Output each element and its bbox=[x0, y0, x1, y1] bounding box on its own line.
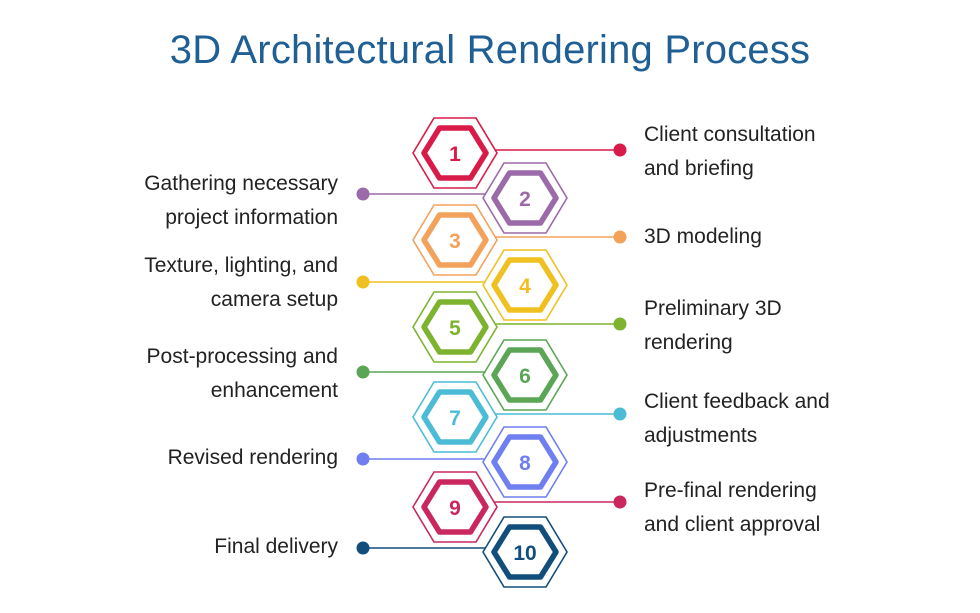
step-number: 8 bbox=[519, 452, 531, 475]
connector-line bbox=[484, 149, 620, 154]
step-label-line: and client approval bbox=[644, 513, 821, 536]
step-label-line: and briefing bbox=[644, 157, 754, 180]
step-number: 2 bbox=[519, 188, 531, 211]
step-label-line: rendering bbox=[644, 331, 733, 354]
connector-dot bbox=[356, 275, 370, 289]
inner-hexagon bbox=[421, 299, 489, 355]
step-label-line: 3D modeling bbox=[644, 225, 762, 248]
step-label-3: 3D modeling bbox=[644, 220, 762, 254]
step-label-line: Pre-final rendering bbox=[644, 479, 817, 502]
step-label-line: Gathering necessary bbox=[144, 172, 338, 195]
step-label-line: Post-processing and bbox=[146, 345, 338, 368]
step-3: 3 bbox=[412, 204, 627, 276]
inner-hexagon bbox=[421, 479, 489, 535]
connector-dot bbox=[356, 187, 370, 201]
step-label-line: adjustments bbox=[644, 424, 758, 447]
step-label-9: Pre-final rendering and client approval bbox=[644, 474, 820, 542]
connector-line bbox=[484, 323, 620, 328]
step-label-10: Final delivery bbox=[214, 530, 338, 564]
step-number: 6 bbox=[519, 365, 531, 388]
step-9: 9 bbox=[412, 471, 627, 543]
connector-dot bbox=[613, 230, 627, 244]
step-label-2: Gathering necessary project information bbox=[144, 167, 338, 235]
diagram-title: 3D Architectural Rendering Process bbox=[169, 28, 811, 72]
connector-line bbox=[363, 281, 496, 286]
connector-dot bbox=[613, 495, 627, 509]
connector-line bbox=[363, 193, 496, 199]
step-label-line: Revised rendering bbox=[167, 446, 338, 469]
step-2: 2 bbox=[356, 162, 568, 234]
step-10: 10 bbox=[356, 516, 568, 588]
connector-line bbox=[363, 547, 496, 553]
step-number: 7 bbox=[449, 407, 461, 430]
step-7: 7 bbox=[412, 381, 627, 453]
step-label-line: project information bbox=[165, 206, 338, 229]
step-8: 8 bbox=[356, 426, 568, 498]
step-label-1: Client consultation and briefing bbox=[644, 118, 816, 186]
step-5: 5 bbox=[412, 291, 627, 363]
step-label-6: Post-processing and enhancement bbox=[147, 340, 338, 408]
step-label-line: Client consultation bbox=[644, 123, 816, 146]
step-6: 6 bbox=[356, 339, 568, 411]
step-label-7: Client feedback and adjustments bbox=[644, 385, 830, 453]
connector-line bbox=[363, 458, 496, 463]
inner-hexagon bbox=[421, 125, 489, 181]
inner-hexagon bbox=[421, 212, 489, 268]
step-number: 9 bbox=[449, 497, 461, 520]
connector-line bbox=[484, 413, 620, 418]
inner-hexagon bbox=[491, 347, 559, 403]
step-4: 4 bbox=[356, 249, 568, 321]
step-number: 5 bbox=[449, 317, 461, 340]
step-1: 1 bbox=[412, 117, 627, 189]
step-number: 10 bbox=[513, 542, 536, 565]
inner-hexagon bbox=[491, 257, 559, 313]
connector-dot bbox=[613, 317, 627, 331]
step-label-line: Final delivery bbox=[214, 535, 338, 558]
step-number: 4 bbox=[519, 275, 531, 298]
step-label-line: camera setup bbox=[210, 288, 338, 311]
step-label-line: Client feedback and bbox=[644, 390, 830, 413]
connector-dot bbox=[613, 407, 627, 421]
step-number: 3 bbox=[449, 230, 461, 253]
inner-hexagon bbox=[491, 434, 559, 490]
connector-line bbox=[484, 501, 620, 508]
step-label-line: Preliminary 3D bbox=[644, 297, 782, 320]
connector-dot bbox=[613, 143, 627, 157]
step-label-8: Revised rendering bbox=[168, 441, 338, 475]
inner-hexagon bbox=[491, 170, 559, 226]
step-number: 1 bbox=[449, 143, 461, 166]
connector-dot bbox=[356, 365, 370, 379]
step-label-5: Preliminary 3D rendering bbox=[644, 292, 782, 360]
connector-line bbox=[363, 371, 496, 376]
inner-hexagon bbox=[491, 524, 559, 580]
step-label-4: Texture, lighting, and camera setup bbox=[144, 249, 338, 317]
connector-dot bbox=[356, 541, 370, 555]
connector-line bbox=[484, 236, 620, 241]
inner-hexagon bbox=[421, 389, 489, 445]
step-label-line: enhancement bbox=[210, 379, 338, 402]
connector-dot bbox=[356, 452, 370, 466]
step-label-line: Texture, lighting, and bbox=[144, 254, 338, 277]
